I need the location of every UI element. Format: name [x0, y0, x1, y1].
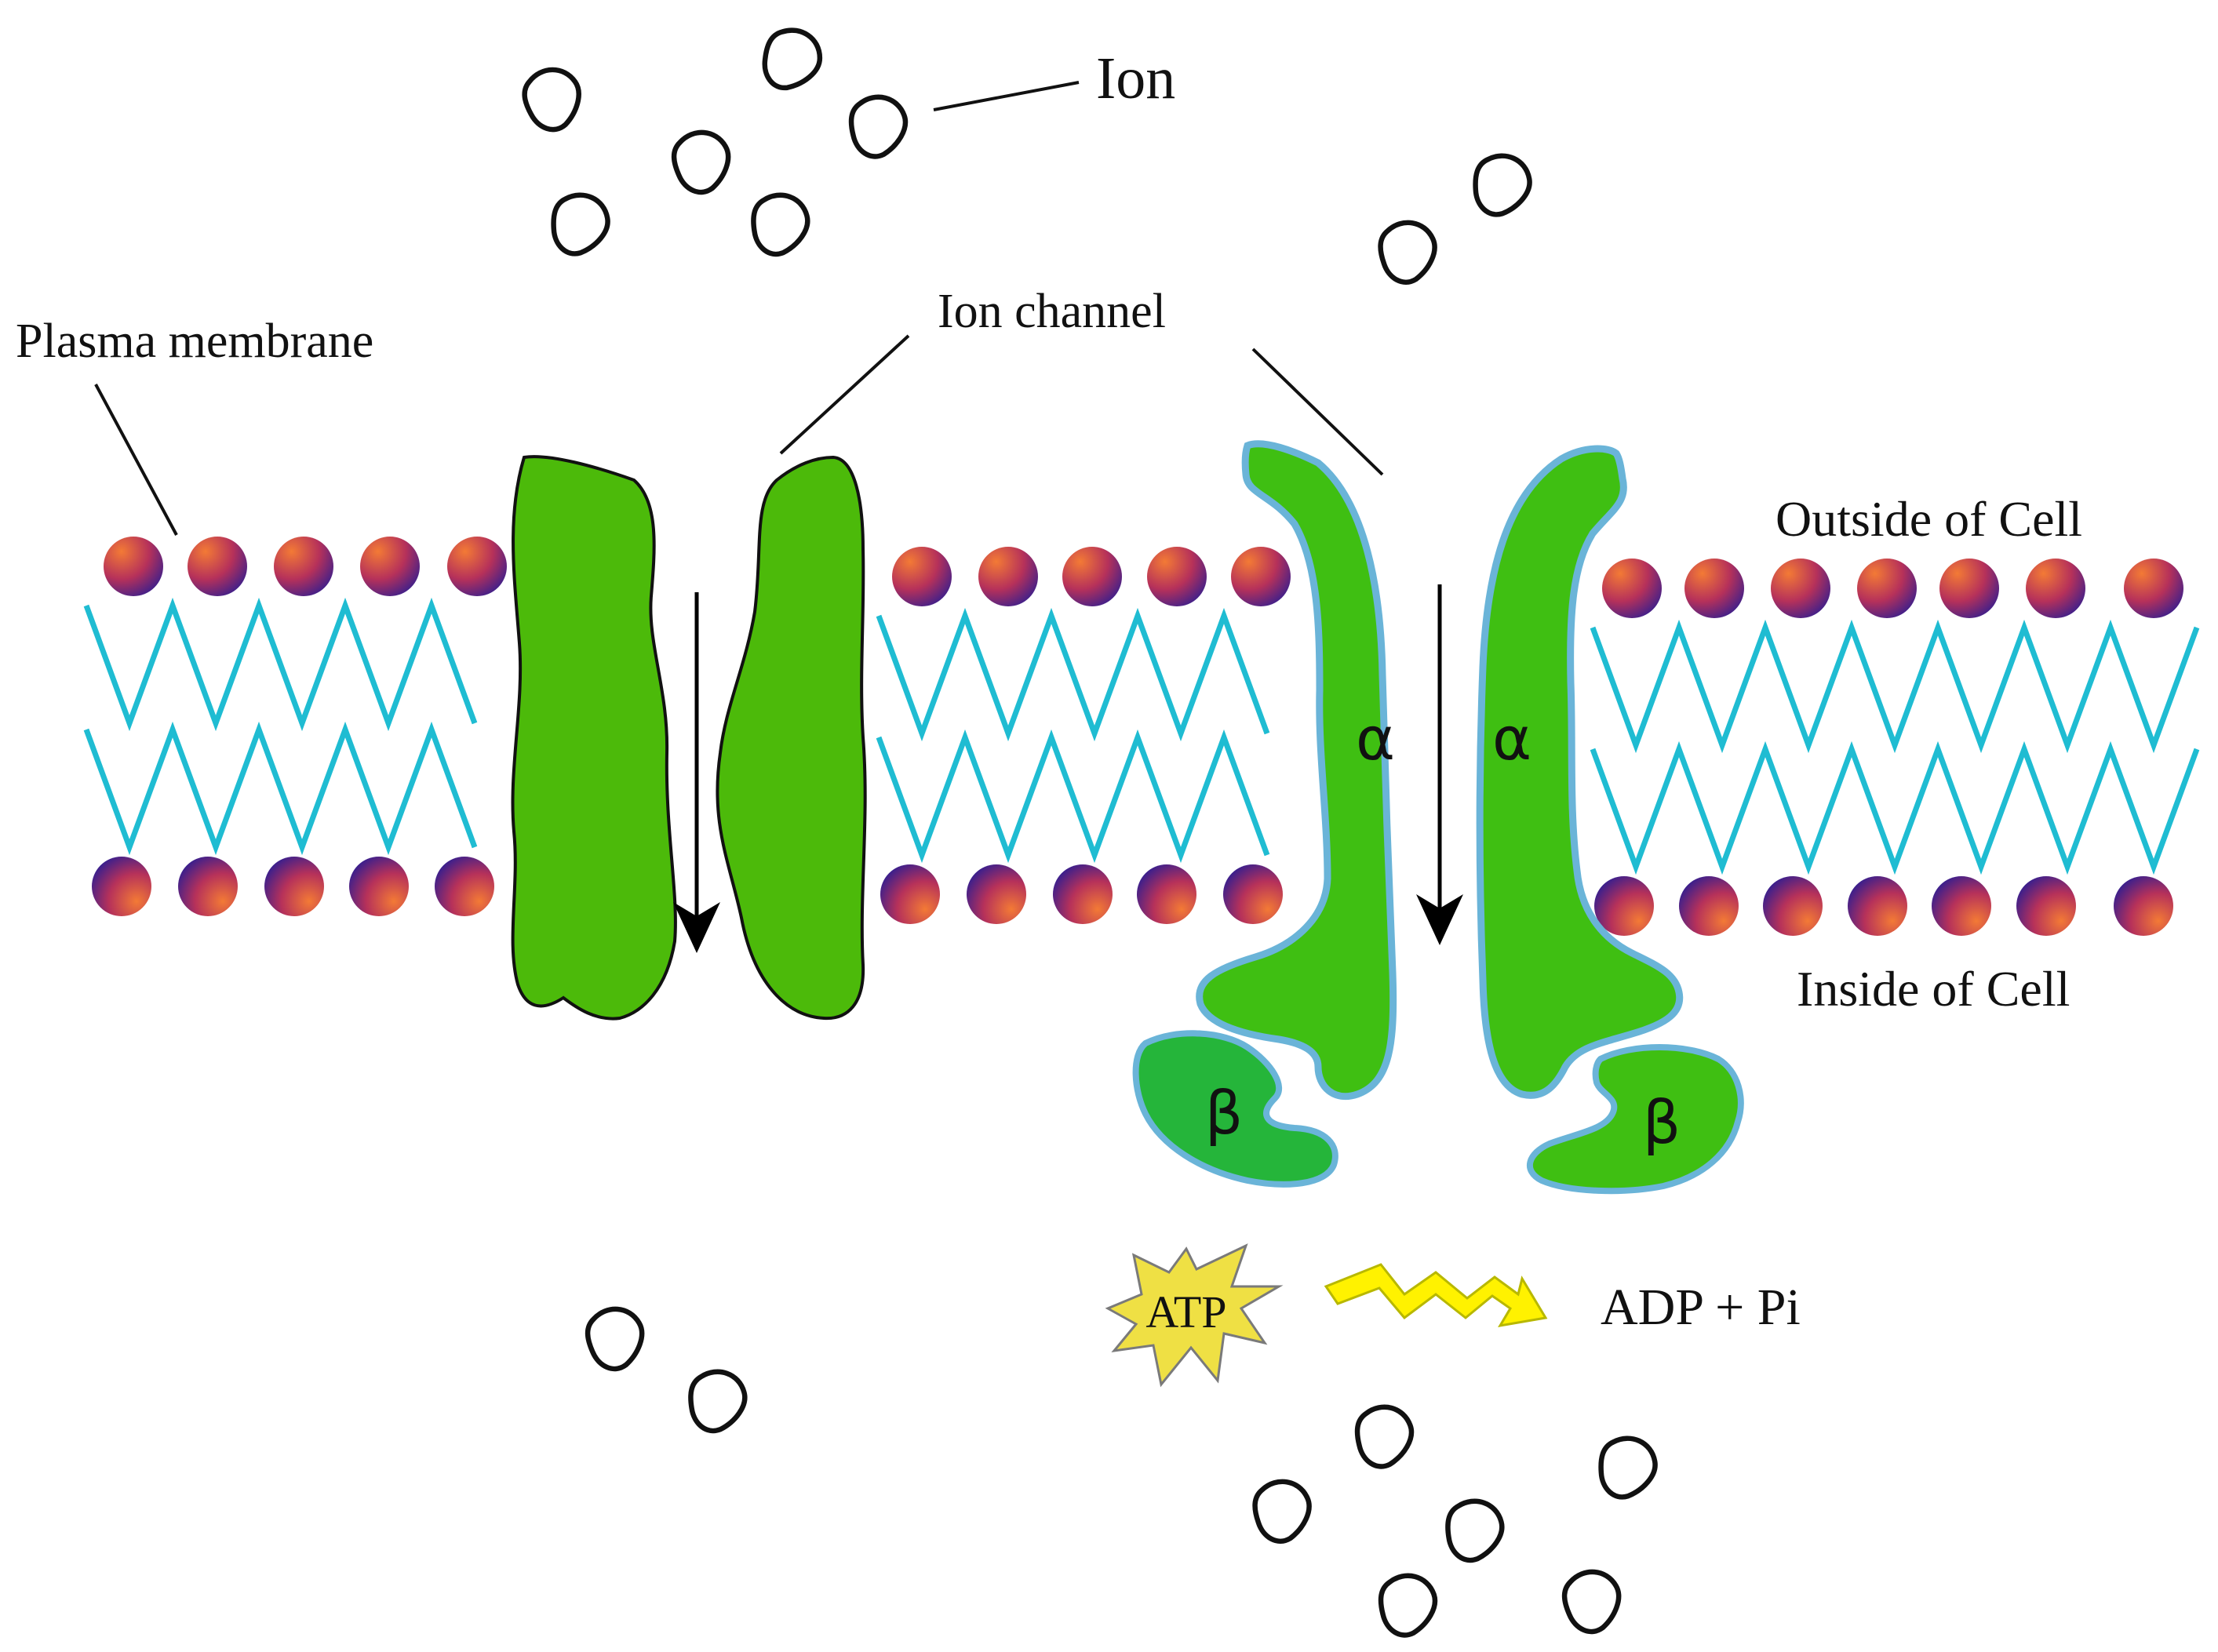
ion-icon: [1473, 153, 1532, 217]
ion-icon: [1378, 1573, 1438, 1638]
atp-label: ATP: [1145, 1286, 1226, 1337]
phospholipid-head: [1857, 559, 1917, 618]
beta-label-right: β: [1643, 1087, 1681, 1157]
phospholipid-head: [1848, 876, 1907, 936]
phospholipid-head: [1594, 876, 1654, 936]
phospholipid-head: [1679, 876, 1739, 936]
ion-icon: [1598, 1435, 1658, 1500]
phospholipid-head: [2016, 876, 2076, 936]
phospholipid-head: [880, 864, 940, 924]
phospholipid-head: [447, 537, 507, 596]
ion-channel-label: Ion channel: [938, 285, 1166, 338]
phospholipid-heads: [92, 537, 2183, 936]
phospholipid-head: [967, 864, 1026, 924]
ion-icon: [1354, 1404, 1415, 1469]
lower-lipid-tail: [1590, 740, 2200, 875]
phospholipid-head: [892, 547, 952, 606]
phospholipid-head: [1223, 864, 1283, 924]
phospholipid-head: [360, 537, 420, 596]
phospholipid-head: [1763, 876, 1823, 936]
phospholipid-head: [2114, 876, 2173, 936]
starburst-icon: [1105, 1243, 1284, 1388]
lower-lipid-tail: [876, 729, 1270, 864]
upper-lipid-tail: [1590, 619, 2200, 754]
ion-pump-right: α α β β: [1132, 440, 1744, 1195]
alpha-subunit-left: [1196, 440, 1397, 1101]
outside-of-cell-label: Outside of Cell: [1775, 491, 2082, 547]
lightning-bolt-icon: [1324, 1263, 1548, 1328]
phospholipid-head: [1932, 876, 1991, 936]
ion-icon: [1378, 220, 1437, 286]
plasma-membrane-label: Plasma membrane: [16, 315, 373, 368]
ion-icon: [551, 192, 610, 257]
ion-channel-leader-line-right: [1251, 348, 1384, 476]
channel-subunit-left: [511, 455, 677, 1021]
phospholipid-head: [1062, 547, 1122, 606]
ion-icon: [585, 1306, 645, 1372]
ion-icon: [848, 94, 909, 159]
plasma-membrane-leader-line: [94, 384, 178, 536]
phospholipid-head: [274, 537, 333, 596]
ion-icon: [1561, 1569, 1622, 1635]
phospholipid-head: [1939, 559, 1999, 618]
phospholipid-head: [264, 857, 324, 916]
upper-lipid-tail: [83, 597, 478, 732]
phospholipid-head: [435, 857, 494, 916]
alpha-subunit-right: [1476, 445, 1684, 1099]
ion-leader-line: [933, 81, 1080, 111]
ions: [522, 27, 1658, 1638]
phospholipid-head: [188, 537, 247, 596]
phospholipid-head: [1771, 559, 1830, 618]
lipid-tails: [83, 597, 2200, 875]
phospholipid-head: [2124, 559, 2183, 618]
ion-label: Ion: [1096, 45, 1175, 111]
lower-lipid-tail: [83, 721, 478, 856]
phospholipid-head: [1602, 559, 1662, 618]
phospholipid-head: [178, 857, 238, 916]
arrow-head: [673, 902, 720, 953]
ion-icon: [1252, 1479, 1312, 1545]
phospholipid-head: [349, 857, 409, 916]
ion-icon: [1445, 1498, 1505, 1563]
beta-subunit-right: [1526, 1044, 1744, 1195]
phospholipid-head: [1053, 864, 1113, 924]
phospholipid-head: [104, 537, 163, 596]
beta-label-left: β: [1205, 1078, 1244, 1148]
ion-icon: [688, 1369, 748, 1434]
beta-subunit-left: [1132, 1030, 1338, 1188]
phospholipid-head: [978, 547, 1038, 606]
atp-hydrolysis: ATP ADP + Pi: [1105, 1243, 1801, 1388]
ion-icon: [671, 129, 731, 195]
alpha-label-right: α: [1492, 704, 1531, 773]
alpha-label-left: α: [1356, 704, 1395, 773]
phospholipid-head: [1147, 547, 1207, 606]
upper-lipid-tail: [876, 607, 1270, 742]
ion-icon: [522, 67, 581, 133]
phospholipid-head: [1684, 559, 1744, 618]
ion-channel-left: [511, 455, 867, 1021]
arrow-head: [1416, 894, 1463, 945]
ion-icon: [751, 192, 810, 257]
products-label: ADP + Pi: [1601, 1279, 1801, 1336]
ion-channel-leader-line-left: [779, 334, 910, 455]
phospholipid-head: [2026, 559, 2085, 618]
phospholipid-head: [92, 857, 151, 916]
phospholipid-head: [1137, 864, 1196, 924]
channel-subunit-right: [716, 455, 867, 1021]
inside-of-cell-label: Inside of Cell: [1797, 961, 2070, 1017]
phospholipid-head: [1231, 547, 1291, 606]
ion-icon: [762, 27, 823, 90]
